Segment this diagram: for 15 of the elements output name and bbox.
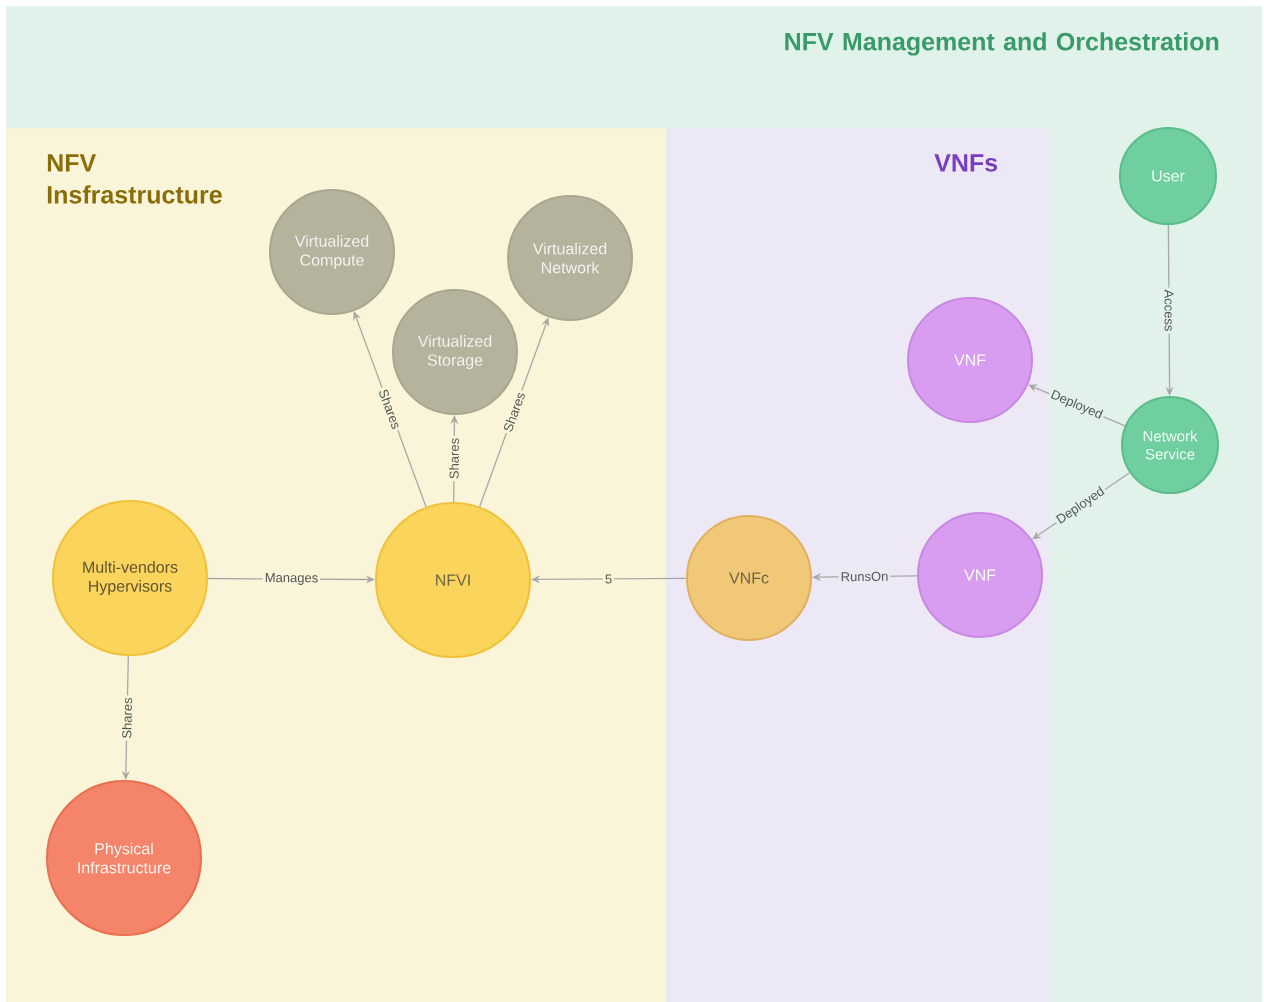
circle-node: VNF — [917, 512, 1043, 638]
edge-label: Shares — [500, 388, 529, 436]
edge-label: Access — [1162, 287, 1176, 334]
circle-node: Network Service — [1121, 396, 1219, 494]
edge-label: Shares — [375, 385, 405, 433]
circle-node: Multi-vendors Hypervisors — [52, 500, 208, 656]
circle-node: Virtualized Compute — [269, 189, 395, 315]
circle-node: NFVI — [375, 502, 531, 658]
circle-node: User — [1119, 127, 1217, 225]
edge-label: Shares — [447, 435, 462, 482]
edge-label: Manages — [262, 571, 321, 587]
circle-node: Virtualized Network — [507, 195, 633, 321]
circle-node: VNFc — [686, 515, 812, 641]
circle-node: VNF — [907, 297, 1033, 423]
circle-node: Physical Infrastructure — [46, 780, 202, 936]
